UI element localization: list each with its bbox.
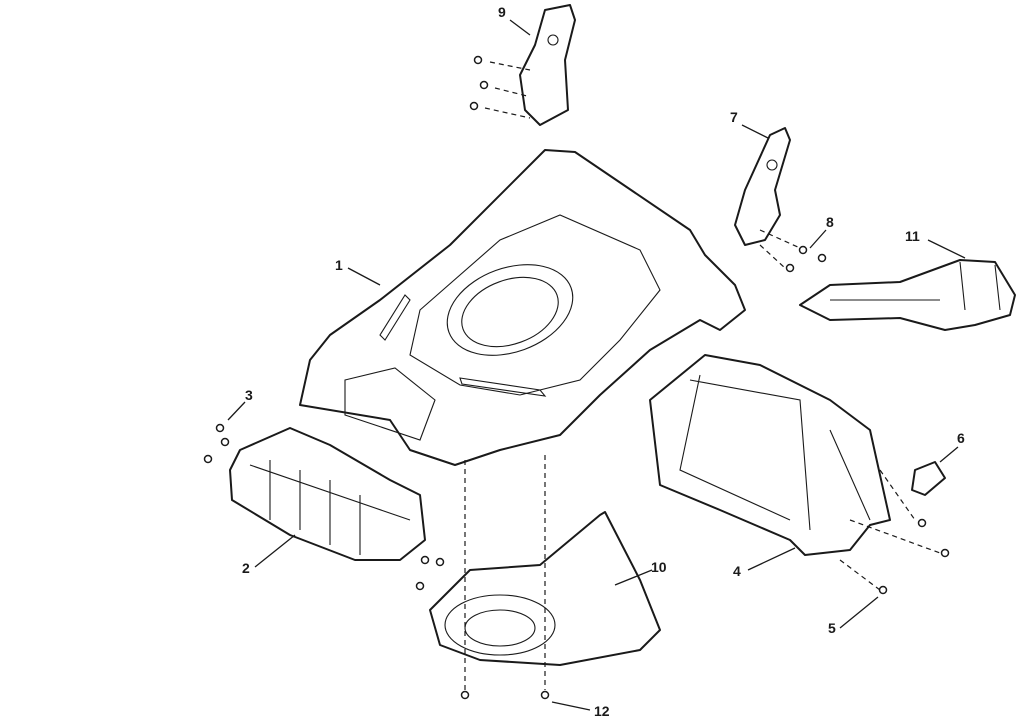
part-1-mower-deck <box>299 149 746 466</box>
part-11-chute <box>799 259 1016 331</box>
part-7-bracket <box>734 127 827 273</box>
part-6-plate <box>911 461 946 496</box>
callout-4: 4 <box>733 563 741 579</box>
callout-12: 12 <box>594 703 610 719</box>
callout-6: 6 <box>957 430 965 446</box>
callout-1: 1 <box>335 257 343 273</box>
callout-11: 11 <box>905 228 920 244</box>
callout-2: 2 <box>242 560 250 576</box>
callout-8: 8 <box>826 214 834 230</box>
callout-3: 3 <box>245 387 253 403</box>
callout-9: 9 <box>498 4 506 20</box>
callout-leaders <box>227 19 966 711</box>
part-10-baffle <box>429 511 661 666</box>
callout-10: 10 <box>651 559 667 575</box>
callout-7: 7 <box>730 109 738 125</box>
part-2-rear-flap <box>203 423 445 591</box>
part-9-bracket <box>469 4 576 126</box>
part-4-grass-chute <box>649 354 891 556</box>
callout-5: 5 <box>828 620 836 636</box>
